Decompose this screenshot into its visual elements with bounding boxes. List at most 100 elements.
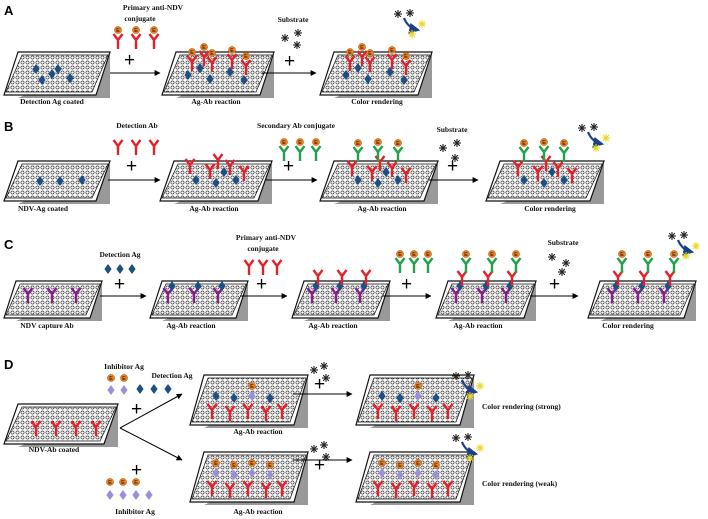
antibody-shape [394, 257, 406, 273]
label-b-plate3: Ag-Ab reaction [357, 204, 407, 213]
antigen-diamond-icon [230, 393, 238, 403]
star-ray [590, 123, 598, 131]
plate-wells [163, 54, 273, 93]
enzyme-letter: E [514, 252, 518, 258]
antigen-diamond-icon [218, 281, 226, 291]
enzyme-icon: E [432, 461, 440, 469]
substrate-star-icon [590, 123, 598, 131]
enzyme-letter: E [376, 140, 380, 146]
antibody-shape [206, 403, 218, 419]
antigen-diamond-icon [226, 67, 234, 77]
conjugate-antibody-icon [352, 146, 364, 162]
plus-c2: + [256, 274, 267, 295]
antibody-icon [257, 259, 269, 275]
enzyme-icon: E [107, 374, 115, 382]
label-b-substrate: Substrate [437, 125, 469, 134]
antibody-shape [386, 53, 398, 69]
plate-d-top [189, 374, 309, 428]
conjugate-antibody-icon [310, 145, 322, 161]
antibody-shape [336, 269, 348, 285]
antibody-shape [310, 145, 322, 161]
product-star-icon [692, 242, 700, 250]
antibody-shape [206, 56, 218, 72]
plate-wells [191, 377, 307, 423]
enzyme-icon: E [414, 382, 422, 390]
antibody-shape [212, 153, 224, 169]
enzyme-circle [424, 250, 432, 258]
enzyme-letter: E [522, 141, 526, 147]
enzyme-icon: E [396, 250, 404, 258]
antigen-diamond-icon [432, 470, 440, 480]
antibody-icon [360, 269, 372, 285]
antibody-icon [390, 405, 402, 421]
star-ray [692, 242, 700, 250]
conjugate-antibody-icon [392, 146, 404, 162]
antibody-shape [408, 257, 420, 273]
antigen-diamond-icon [364, 74, 372, 84]
star-ray [418, 20, 426, 28]
antibody-shape [224, 405, 236, 421]
enzyme-icon: E [106, 478, 114, 486]
antibody-shape [278, 145, 290, 161]
curved-arrow-icon [586, 131, 605, 148]
plus-signs: + + + + + + + + + + + + + [114, 50, 560, 481]
star-ray [406, 9, 414, 17]
conjugate-antibody-icon [422, 257, 434, 273]
enzyme-circle [462, 250, 470, 258]
antibody-shape [204, 163, 216, 179]
enzyme-letter: E [108, 480, 112, 486]
antigen-diamond-icon [414, 468, 422, 478]
antibody-shape [257, 259, 269, 275]
label-c-plate4: Ag-Ab reaction [453, 321, 503, 330]
substrate-star-icon [281, 34, 289, 42]
panel-letter-c: C [4, 237, 14, 252]
enzyme-icon: E [410, 250, 418, 258]
antibody-shape [408, 480, 420, 496]
plus-b3: + [447, 156, 458, 177]
antibody-shape [442, 480, 454, 496]
enzyme-letter: E [396, 141, 400, 147]
label-d-result-strong: Color rendering (strong) [482, 402, 561, 411]
conjugate-antibody-icon [400, 59, 412, 75]
enzyme-icon: E [462, 250, 470, 258]
conjugate-antibody-icon [386, 53, 398, 69]
enzyme-letter: E [672, 252, 676, 258]
antigen-diamond-icon [206, 74, 214, 84]
enzyme-circle [280, 138, 288, 146]
label-b-detection-ab: Detection Ab [116, 121, 157, 130]
antigen-diamond-icon [66, 73, 74, 83]
substrate-star-icon [668, 232, 676, 240]
plus-d2: + [131, 460, 142, 481]
antibody-shape [372, 403, 384, 419]
antibody-shape [276, 480, 288, 496]
enzyme-circle [520, 139, 528, 147]
panel-letter-a: A [4, 3, 14, 18]
antibody-shape [558, 146, 570, 162]
enzyme-circle [228, 46, 236, 54]
curved-arrow-icon [460, 379, 479, 396]
plate-wells [589, 283, 695, 316]
plate-d-bottom-result [355, 451, 475, 505]
antibody-icon [260, 405, 272, 421]
star-ray [439, 144, 447, 152]
plate-wells [5, 406, 117, 442]
label-c-plate2: Ag-Ab reaction [166, 321, 216, 330]
antigen-diamond-icon [196, 63, 204, 73]
antibody-shape [242, 480, 254, 496]
enzyme-icon: E [354, 139, 362, 147]
antibody-icon [386, 161, 398, 177]
antibody-shape [238, 165, 250, 181]
enzyme-circle [488, 250, 496, 258]
enzyme-letter: E [646, 252, 650, 258]
enzyme-letter: E [356, 141, 360, 147]
enzyme-icon: E [618, 250, 626, 258]
antibody-shape [392, 146, 404, 162]
antibody-shape [226, 53, 238, 69]
product-star-icon [466, 454, 474, 462]
antibody-shape [90, 420, 102, 436]
enzyme-letter: E [282, 140, 286, 146]
antigen-diamond-icon [48, 69, 56, 79]
enzyme-icon: E [132, 26, 140, 34]
enzyme-letter: E [214, 461, 218, 467]
antigen-diamond-icon [394, 175, 402, 185]
